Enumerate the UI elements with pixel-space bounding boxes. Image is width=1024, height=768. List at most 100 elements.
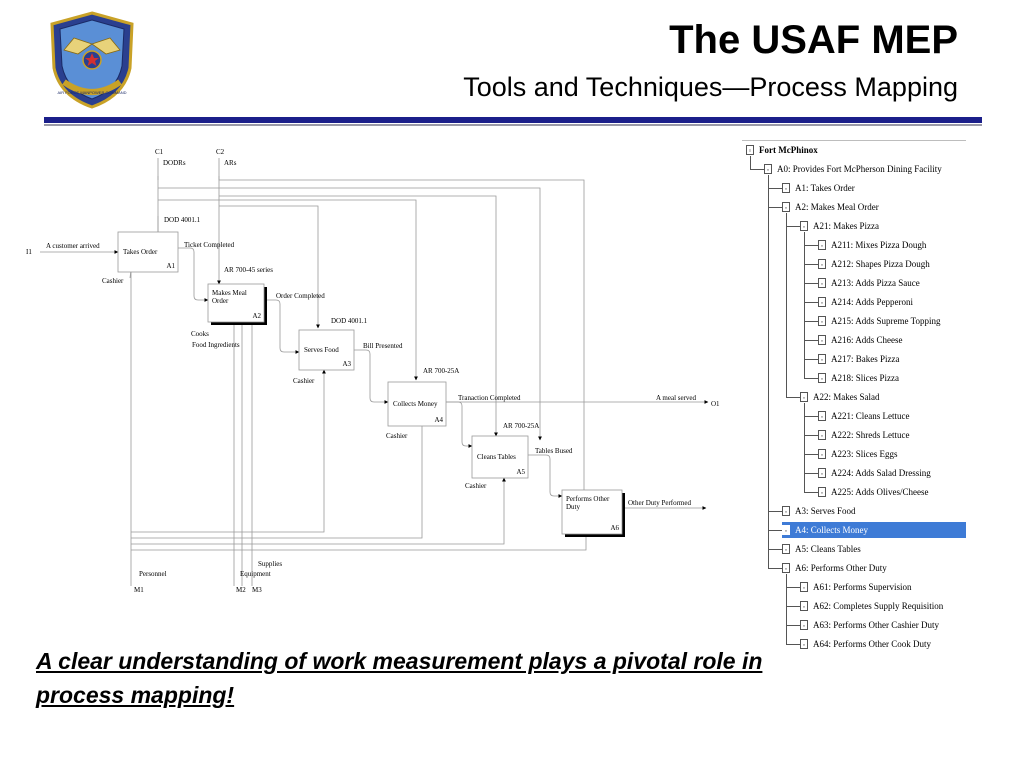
tree-connector xyxy=(804,403,805,492)
tree-node-label: A3: Serves Food xyxy=(795,506,856,516)
tree-node-label: A213: Adds Pizza Sauce xyxy=(831,278,920,288)
label-dod-a3: DOD 4001.1 xyxy=(331,317,368,325)
tree-connector xyxy=(786,574,787,644)
tree-connector xyxy=(804,283,818,284)
document-icon: ≡ xyxy=(782,525,790,535)
activity-code: A3 xyxy=(342,360,351,368)
title-rule xyxy=(44,117,982,123)
c1-code: C1 xyxy=(155,148,164,156)
tree-connector xyxy=(750,156,751,169)
tree-connector xyxy=(804,416,818,417)
tree-node-label: A21: Makes Pizza xyxy=(813,221,879,231)
tree-node[interactable]: ≡A217: Bakes Pizza xyxy=(818,351,899,367)
tree-node[interactable]: ≡A212: Shapes Pizza Dough xyxy=(818,256,930,272)
document-icon: ≡ xyxy=(764,164,772,174)
tree-node[interactable]: ≡A0: Provides Fort McPherson Dining Faci… xyxy=(764,161,942,177)
tree-node[interactable]: ≡A225: Adds Olives/Cheese xyxy=(818,484,929,500)
slide-title: The USAF MEP xyxy=(669,18,958,62)
activity-name: Cleans Tables xyxy=(477,453,516,461)
document-icon: ≡ xyxy=(782,506,790,516)
tree-node-label: Fort McPhinox xyxy=(759,145,818,155)
tree-node-label: A211: Mixes Pizza Dough xyxy=(831,240,927,250)
o1-code: O1 xyxy=(711,400,720,408)
tree-node[interactable]: ≡ A2: Makes Meal Order xyxy=(782,199,879,215)
tree-connector xyxy=(786,587,800,588)
document-icon: ≡ xyxy=(800,392,808,402)
m3-code: M3 xyxy=(252,586,262,594)
activity-name: Order xyxy=(212,297,229,305)
tree-node-label: A223: Slices Eggs xyxy=(831,449,898,459)
tree-connector xyxy=(786,644,800,645)
tree-node[interactable]: ≡A63: Performs Other Cashier Duty xyxy=(800,617,939,633)
tree-node-label: A224: Adds Salad Dressing xyxy=(831,468,931,478)
tree-connector xyxy=(804,232,805,378)
tree-node[interactable]: ≡A222: Shreds Lettuce xyxy=(818,427,909,443)
tree-connector xyxy=(804,264,818,265)
tree-node[interactable]: ≡A21: Makes Pizza xyxy=(800,218,879,234)
label-bill: Bill Presented xyxy=(363,342,403,350)
label-other: Other Duty Performed xyxy=(628,499,691,507)
c1-label: DODRs xyxy=(163,159,186,167)
tree-connector xyxy=(786,213,787,397)
tree-node-label: A216: Adds Cheese xyxy=(831,335,903,345)
tree-node[interactable]: ≡A221: Cleans Lettuce xyxy=(818,408,909,424)
label-ar-a4: AR 700-25A xyxy=(423,367,459,375)
tree-connector xyxy=(804,321,818,322)
seal-text: AIR FORCE MANPOWER COMMAND xyxy=(57,90,126,95)
label-food-ingredients: Food Ingredients xyxy=(192,341,240,349)
tree-node[interactable]: ≡ A3: Serves Food xyxy=(782,503,856,519)
tree-node[interactable]: ≡A61: Performs Supervision xyxy=(800,579,912,595)
tree-node-label: A64: Performs Other Cook Duty xyxy=(813,639,931,649)
tree-node[interactable]: ≡ A4: Collects Money xyxy=(782,522,966,538)
tree-node[interactable]: ≡A64: Performs Other Cook Duty xyxy=(800,636,931,652)
document-icon: ≡ xyxy=(782,202,790,212)
tree-connector xyxy=(804,473,818,474)
tree-connector xyxy=(804,359,818,360)
tree-connector xyxy=(768,530,782,531)
tree-connector xyxy=(768,568,782,569)
tree-node[interactable]: ≡A213: Adds Pizza Sauce xyxy=(818,275,920,291)
tree-node[interactable]: ≡A22: Makes Salad xyxy=(800,389,880,405)
tree-node-label: A4: Collects Money xyxy=(795,525,868,535)
input-label: A customer arrived xyxy=(46,242,100,250)
label-cashier-a5: Cashier xyxy=(465,482,487,490)
afmc-seal-logo: AIR FORCE MANPOWER COMMAND xyxy=(50,11,134,109)
tree-node-label: A222: Shreds Lettuce xyxy=(831,430,910,440)
m1-code: M1 xyxy=(134,586,144,594)
document-icon: ≡ xyxy=(818,468,826,478)
tree-connector xyxy=(804,492,818,493)
tree-node[interactable]: ≡A216: Adds Cheese xyxy=(818,332,903,348)
c2-label: ARs xyxy=(224,159,237,167)
tree-connector xyxy=(804,435,818,436)
slide-subtitle: Tools and Techniques—Process Mapping xyxy=(463,72,958,102)
activity-code: A4 xyxy=(434,416,443,424)
document-icon: ≡ xyxy=(746,145,754,155)
document-icon: ≡ xyxy=(800,620,808,630)
tree-connector xyxy=(786,606,800,607)
tree-node[interactable]: ≡A218: Slices Pizza xyxy=(818,370,899,386)
tree-node[interactable]: ≡A62: Completes Supply Requisition xyxy=(800,598,943,614)
label-transaction: Tranaction Completed xyxy=(458,394,521,402)
tree-node[interactable]: ≡ Fort McPhinox xyxy=(746,142,818,158)
document-icon: ≡ xyxy=(800,601,808,611)
document-icon: ≡ xyxy=(818,259,826,269)
tree-node[interactable]: ≡A214: Adds Pepperoni xyxy=(818,294,913,310)
activity-name: Makes Meal xyxy=(212,289,247,297)
document-icon: ≡ xyxy=(818,373,826,383)
m2-label: Equipment xyxy=(240,570,271,578)
tree-node[interactable]: ≡A211: Mixes Pizza Dough xyxy=(818,237,926,253)
tree-node[interactable]: ≡A215: Adds Supreme Topping xyxy=(818,313,940,329)
tree-node[interactable]: ≡ A224: Adds Salad Dressing xyxy=(818,465,931,481)
tree-node[interactable]: ≡A6: Performs Other Duty xyxy=(782,560,887,576)
tree-node[interactable]: ≡A5: Cleans Tables xyxy=(782,541,861,557)
label-tables: Tables Bused xyxy=(535,447,573,455)
i1-code: I1 xyxy=(26,248,32,256)
tree-node-label: A2: Makes Meal Order xyxy=(795,202,879,212)
tree-node[interactable]: ≡A223: Slices Eggs xyxy=(818,446,898,462)
tree-node[interactable]: ≡A1: Takes Order xyxy=(782,180,855,196)
label-dod-a1: DOD 4001.1 xyxy=(164,216,201,224)
